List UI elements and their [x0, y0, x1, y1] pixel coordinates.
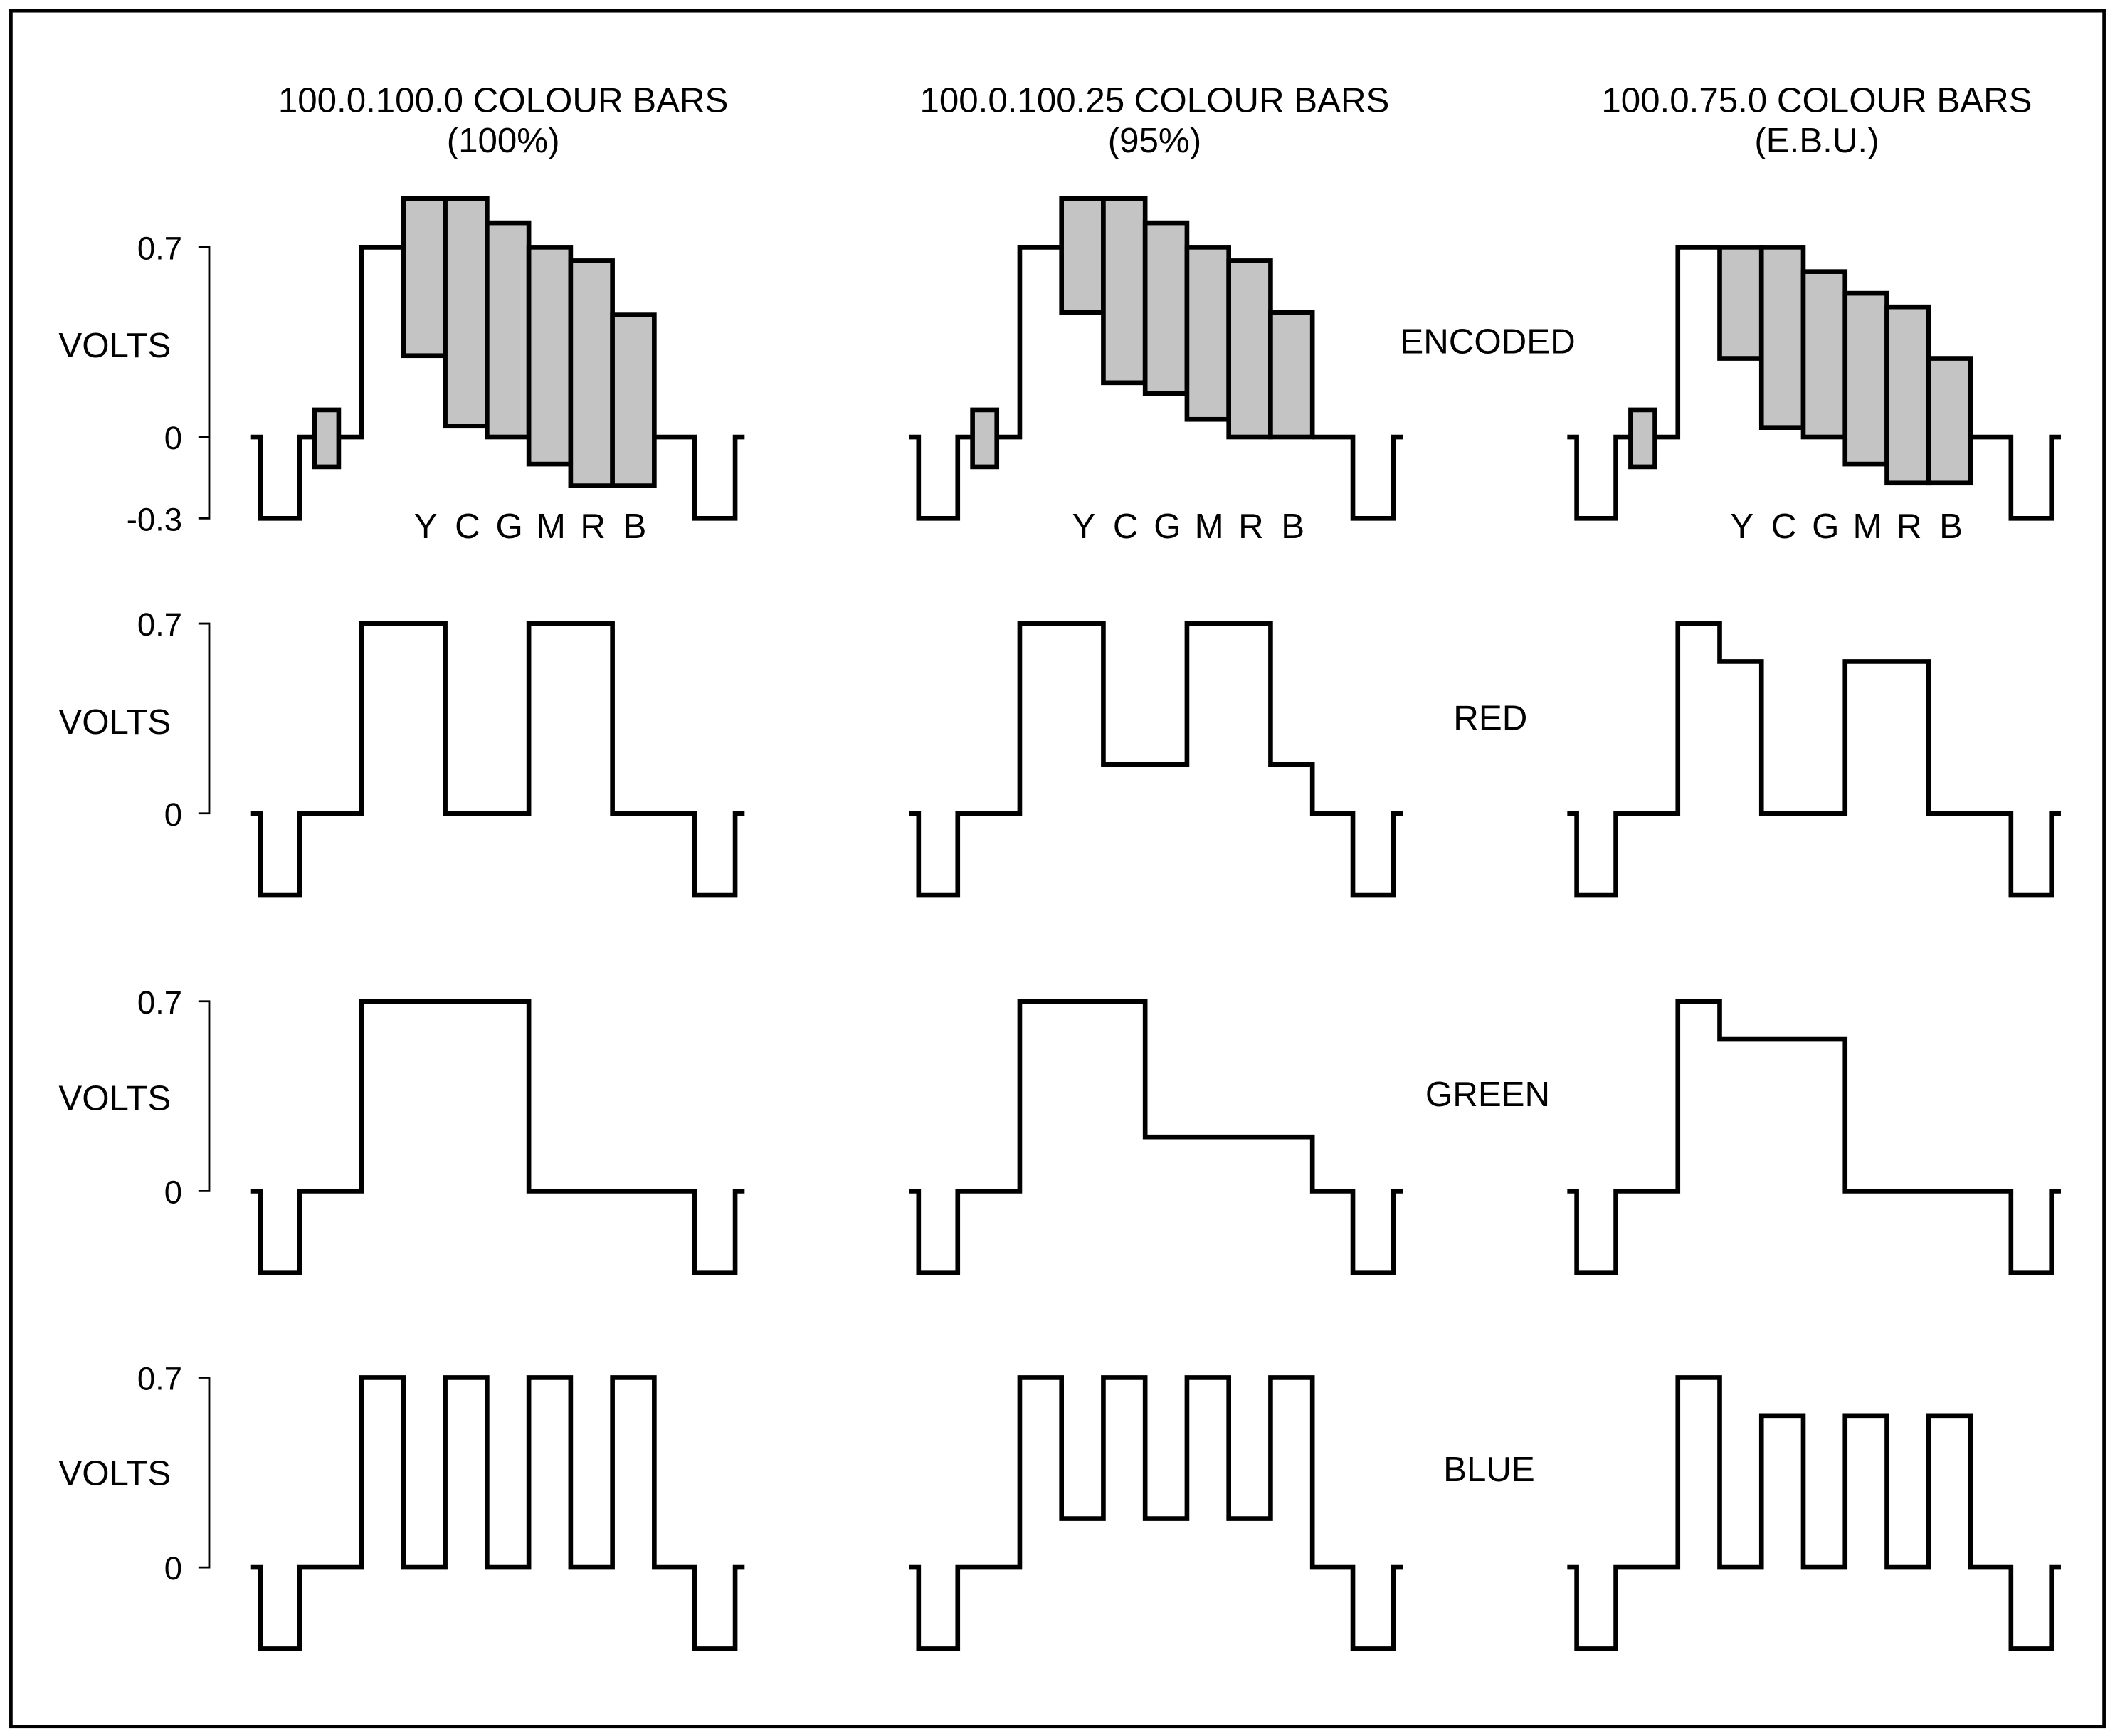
bar-letter: C: [1113, 507, 1139, 546]
chroma-bar-g: [485, 220, 532, 440]
bar-letter: C: [1771, 507, 1797, 546]
colour-burst: [1628, 407, 1657, 470]
chroma-bar-m: [1184, 245, 1231, 422]
axis-tick-label: 0: [164, 420, 182, 456]
sync-pulse-end: [1312, 434, 1403, 521]
bar-letter: B: [1281, 507, 1304, 546]
chroma-bar-m: [526, 245, 574, 467]
bar-letter: M: [1852, 507, 1882, 546]
blue-waveform: [1567, 1375, 2061, 1651]
volts-label: VOLTS: [58, 1454, 171, 1493]
column-title: 100.0.100.25 COLOUR BARS: [919, 80, 1389, 120]
green-waveform: [1567, 999, 2061, 1275]
chroma-bar-g: [1142, 220, 1190, 396]
chroma-bar-c: [1101, 196, 1148, 386]
chroma-bar-r: [1884, 304, 1931, 486]
axis-tick-label: 0.7: [137, 1361, 182, 1397]
sync-pulse: [250, 245, 404, 521]
row-label-encoded: ENCODED: [1400, 322, 1575, 362]
axis-tick-label: 0.7: [137, 230, 182, 266]
blue-waveform: [909, 1375, 1403, 1651]
bar-letter: G: [495, 507, 522, 546]
volt-axis: [198, 246, 211, 520]
chroma-bar-y: [401, 196, 448, 359]
colour-burst: [312, 407, 342, 470]
frame-border: [9, 9, 2106, 1729]
bar-letter: R: [580, 507, 606, 546]
green-waveform: [250, 999, 745, 1275]
chroma-bar-b: [1268, 310, 1315, 440]
bar-letter: Y: [1730, 507, 1753, 546]
row-label-blue: BLUE: [1443, 1450, 1535, 1489]
column-subtitle: (E.B.U.): [1754, 121, 1879, 160]
red-waveform: [909, 621, 1403, 898]
column-title: 100.0.75.0 COLOUR BARS: [1601, 80, 2032, 120]
red-waveform: [250, 621, 745, 898]
volt-axis: [198, 1000, 211, 1192]
chroma-bar-y: [1059, 196, 1106, 315]
bar-letter: G: [1154, 507, 1181, 546]
chroma-bar-b: [1926, 356, 1973, 486]
green-waveform: [909, 999, 1403, 1275]
colour-burst: [970, 407, 1000, 470]
bar-letter: B: [1939, 507, 1963, 546]
axis-tick-label: 0: [164, 1174, 182, 1210]
volts-label: VOLTS: [58, 703, 171, 742]
sync-pulse-end: [1970, 434, 2061, 521]
chroma-bar-c: [1758, 245, 1806, 430]
bar-letter: M: [1195, 507, 1224, 546]
column-title: 100.0.100.0 COLOUR BARS: [278, 80, 729, 120]
bar-letter: M: [537, 507, 566, 546]
bar-letter: R: [1238, 507, 1264, 546]
chroma-bar-b: [610, 312, 657, 488]
axis-tick-label: 0.7: [137, 984, 182, 1021]
bar-letter: Y: [414, 507, 438, 546]
chroma-bar-y: [1717, 245, 1764, 361]
bar-letter: Y: [1072, 507, 1096, 546]
sync-pulse-end: [654, 434, 745, 521]
column-subtitle: (100%): [447, 121, 560, 160]
axis-tick-label: 0.7: [137, 606, 182, 643]
chroma-bar-m: [1842, 290, 1889, 467]
chroma-bar-g: [1800, 269, 1848, 440]
chroma-bar-r: [568, 258, 615, 488]
sync-pulse: [1567, 245, 1720, 521]
axis-tick-label: -0.3: [127, 501, 182, 537]
volts-label: VOLTS: [58, 326, 171, 365]
axis-tick-label: 0: [164, 1550, 182, 1587]
bar-letter: R: [1897, 507, 1922, 546]
row-label-red: RED: [1453, 698, 1527, 737]
bar-letter: G: [1812, 507, 1839, 546]
bar-letter: B: [623, 507, 646, 546]
sync-pulse: [909, 245, 1062, 521]
volt-axis: [198, 1377, 211, 1569]
red-waveform: [1567, 621, 2061, 898]
bar-letter: C: [455, 507, 480, 546]
column-subtitle: (95%): [1108, 121, 1201, 160]
chroma-bar-c: [443, 196, 490, 429]
chroma-bar-r: [1226, 258, 1273, 440]
axis-tick-label: 0: [164, 796, 182, 833]
row-label-green: GREEN: [1425, 1075, 1550, 1114]
blue-waveform: [250, 1375, 745, 1651]
volts-label: VOLTS: [58, 1079, 171, 1118]
volt-axis: [198, 622, 211, 815]
